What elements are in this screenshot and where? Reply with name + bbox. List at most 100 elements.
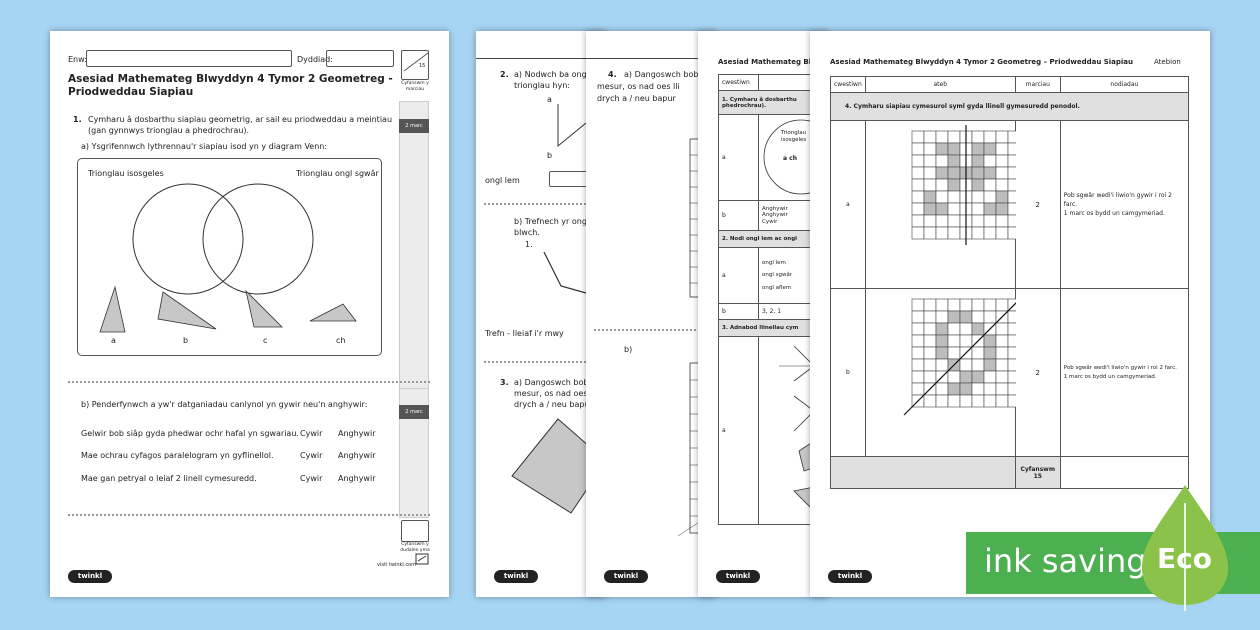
grid-cell: [947, 334, 961, 348]
ongl-aflem-answer: ongl aflem: [762, 284, 792, 291]
eco-label: Eco: [1157, 542, 1212, 575]
grid-cell: [935, 346, 949, 360]
marks-badge-2b: 2 marc: [399, 405, 429, 419]
grid-cell: [947, 298, 961, 312]
ongl-lem-answer: ongl lem: [762, 260, 786, 267]
angle-number-1: 1.: [525, 240, 533, 249]
venn-right-label: Trionglau ongl sgwâr: [296, 169, 379, 178]
shape-label-ch: ch: [336, 336, 346, 345]
grid-cell: [1007, 202, 1016, 216]
grid-cell: [911, 166, 925, 180]
date-label: Dyddiad:: [297, 55, 333, 64]
answers-label: Atebion: [1154, 58, 1181, 66]
grid-cell: [959, 334, 973, 348]
grid-cell: [947, 178, 961, 192]
grid-cell: [923, 298, 937, 312]
visit-link[interactable]: visit twinkl.com: [377, 562, 417, 568]
q2-number: 2.: [500, 70, 509, 79]
angle-label-a: a: [547, 95, 552, 104]
grid-cell: [935, 226, 949, 240]
statement-3-anghywir[interactable]: Anghywir: [338, 474, 376, 483]
q3-text-line3: drych a / neu bapu: [514, 400, 590, 409]
col-notes: nodiadau: [1059, 76, 1190, 93]
grid-cell: [947, 310, 961, 324]
grid-cell: [983, 310, 997, 324]
grid-cell: [1007, 190, 1016, 204]
q3-text-line2: mesur, os nad oes li: [514, 389, 595, 398]
grid-cell: [995, 202, 1009, 216]
date-field[interactable]: [326, 50, 394, 67]
header-rule: [476, 58, 606, 59]
grid-cell: [935, 382, 949, 396]
col-answer: ateb: [864, 76, 1016, 93]
grid-cell: [923, 226, 937, 240]
grid-cell: [923, 142, 937, 156]
grid-cell: [1007, 130, 1016, 144]
dotted-divider: [68, 381, 430, 383]
answer-title: Asesiad Mathemateg Blwyddyn 4 Tymor 2 Ge…: [830, 58, 1134, 66]
grid-cell: [923, 166, 937, 180]
grid-cell: [983, 370, 997, 384]
grid-cell: [995, 142, 1009, 156]
ongl-sgwar-answer: ongl sgwâr: [762, 272, 793, 279]
shape-label-b: b: [183, 336, 189, 345]
grid-cell: [911, 154, 925, 168]
q1-number: 1.: [73, 115, 82, 124]
shape-label-a: a: [111, 336, 116, 345]
score-caption: Cyfanswm y marciau: [401, 81, 429, 92]
total-value: 15: [1033, 472, 1042, 480]
grid-cell: [911, 334, 925, 348]
grid-cell: [995, 334, 1009, 348]
answer-venn-label: Trionglau isosgeles: [781, 130, 807, 143]
statement-2-cywir[interactable]: Cywir: [300, 451, 323, 460]
name-field[interactable]: [86, 50, 292, 67]
statement-3-cywir[interactable]: Cywir: [300, 474, 323, 483]
grid-cell: [1007, 142, 1016, 156]
grid-cell: [947, 154, 961, 168]
col-question: cwestiwn: [830, 76, 866, 93]
grid-cell: [995, 226, 1009, 240]
statement-2-anghywir[interactable]: Anghywir: [338, 451, 376, 460]
grid-cell: [1007, 322, 1016, 336]
grid-cell: [923, 322, 937, 336]
statement-1-cywir[interactable]: Cywir: [300, 429, 323, 438]
venn-diagram-frame: Trionglau isosgeles Trionglau ongl sgwâr…: [77, 158, 382, 356]
grid-cell: [923, 214, 937, 228]
grid-cell: [1007, 226, 1016, 240]
answer-b2: Anghywir: [762, 212, 788, 219]
grid-cell: [923, 154, 937, 168]
grid-cell: [971, 382, 985, 396]
q2-text-line1: a) Nodwch ba ongl: [514, 70, 589, 79]
grid-cell: [959, 358, 973, 372]
q1-text-line2: (gan gynnwys trionglau a phedrochrau).: [88, 126, 250, 135]
eco-leaf-icon: [1142, 485, 1228, 611]
ongl-lem-answer-field[interactable]: [549, 171, 606, 187]
grid-cell: [983, 298, 997, 312]
grid-cell: [935, 166, 949, 180]
grid-cell: [947, 130, 961, 144]
page-subtotal-box: [401, 520, 429, 542]
grid-cell: [983, 142, 997, 156]
grid-cell: [971, 310, 985, 324]
q3-number: 3.: [500, 378, 509, 387]
grid-cell: [947, 190, 961, 204]
score-box: 15: [401, 50, 429, 80]
grid-cell: [995, 298, 1009, 312]
q4-row-text: 4. Cymharu siapiau cymesurol syml gyda l…: [830, 92, 1189, 121]
score-total: 15: [419, 63, 426, 69]
note-a-3: 1 marc os bydd un camgymeriad.: [1063, 210, 1165, 217]
worksheet-page-1: Enw: Dyddiad: 15 Cyfanswm y marciau Ases…: [50, 31, 449, 597]
grid-cell: [983, 334, 997, 348]
grid-cell: [995, 214, 1009, 228]
grid-cell: [923, 334, 937, 348]
grid-cell: [1007, 178, 1016, 192]
grid-cell: [911, 322, 925, 336]
worksheet-page-3: 4. a) Dangoswch bob mesur, os nad oes ll…: [586, 31, 716, 597]
ink-saving-text: ink saving: [984, 542, 1147, 580]
grid-cell: [935, 394, 949, 408]
grid-cell: [935, 358, 949, 372]
dotted-divider: [484, 203, 606, 205]
worksheet-page-2: 2. a) Nodwch ba ongl trionglau hyn: a b …: [476, 31, 606, 597]
grid-cell: [995, 178, 1009, 192]
statement-1-anghywir[interactable]: Anghywir: [338, 429, 376, 438]
